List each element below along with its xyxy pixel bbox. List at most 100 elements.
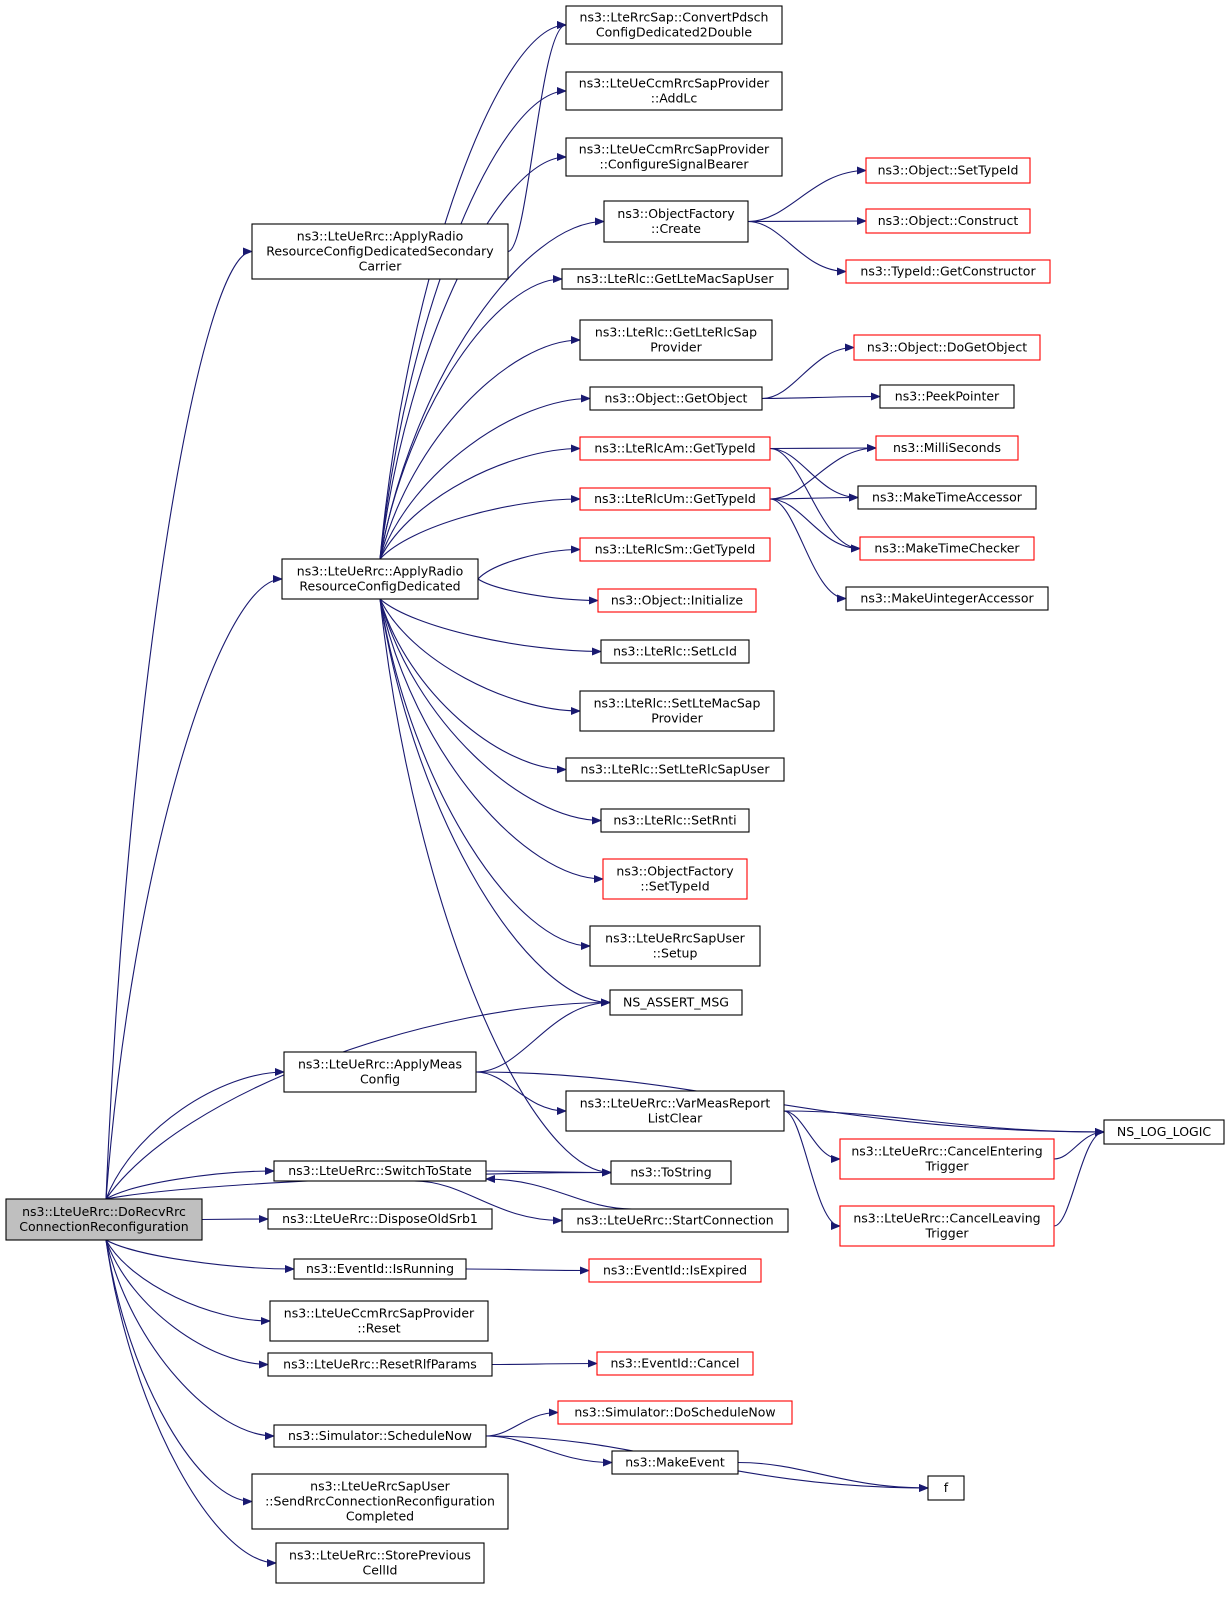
node-convertPdsch-box[interactable]	[565, 5, 783, 45]
node-sapUserSetup[interactable]: ns3::LteUeRrcSapUser::Setup	[589, 925, 761, 967]
node-milliSeconds-box[interactable]	[875, 435, 1019, 461]
node-getRlcSapProv-box[interactable]	[579, 319, 773, 361]
node-rlcAmTypeId[interactable]: ns3::LteRlcAm::GetTypeId	[579, 436, 771, 461]
node-configSignal[interactable]: ns3::LteUeCcmRrcSapProvider::ConfigureSi…	[565, 137, 783, 177]
node-sendReconf[interactable]: ns3::LteUeRrcSapUser::SendRrcConnectionR…	[251, 1473, 509, 1530]
node-f-box[interactable]	[927, 1475, 965, 1501]
node-applyDed[interactable]: ns3::LteUeRrc::ApplyRadioResourceConfigD…	[281, 558, 479, 600]
node-rlcSmTypeId[interactable]: ns3::LteRlcSm::GetTypeId	[579, 537, 771, 562]
node-getObject[interactable]: ns3::Object::GetObject	[589, 386, 763, 411]
node-addLc-box[interactable]	[565, 71, 783, 111]
node-doScheduleNow-box[interactable]	[557, 1400, 793, 1425]
node-setMacSapProv-box[interactable]	[579, 690, 775, 732]
node-sapUserSetup-box[interactable]	[589, 925, 761, 967]
node-makeTimeChk-box[interactable]	[859, 536, 1035, 561]
node-isExpired-box[interactable]	[588, 1258, 762, 1283]
node-rlcAmTypeId-box[interactable]	[579, 436, 771, 461]
node-setLcId[interactable]: ns3::LteRlc::SetLcId	[600, 639, 750, 664]
node-root[interactable]: ns3::LteUeRrc::DoRecvRrcConnectionReconf…	[5, 1198, 203, 1241]
node-configSignal-box[interactable]	[565, 137, 783, 177]
node-convertPdsch[interactable]: ns3::LteRrcSap::ConvertPdschConfigDedica…	[565, 5, 783, 45]
node-cancelLeave-box[interactable]	[839, 1205, 1055, 1247]
node-makeUintAcc-box[interactable]	[845, 586, 1049, 611]
node-switchState[interactable]: ns3::LteUeRrc::SwitchToState	[273, 1160, 487, 1182]
node-disposeSrb[interactable]: ns3::LteUeRrc::DisposeOldSrb1	[267, 1208, 493, 1230]
node-setRnti-box[interactable]	[600, 808, 750, 833]
node-applySec[interactable]: ns3::LteUeRrc::ApplyRadioResourceConfigD…	[251, 223, 509, 280]
node-startConn[interactable]: ns3::LteUeRrc::StartConnection	[561, 1208, 789, 1233]
node-ofSetTypeId-box[interactable]	[602, 858, 748, 900]
node-assertMsg-box[interactable]	[609, 989, 743, 1016]
node-applyDed-box[interactable]	[281, 558, 479, 600]
node-milliSeconds[interactable]: ns3::MilliSeconds	[875, 435, 1019, 461]
node-toString[interactable]: ns3::ToString	[610, 1160, 732, 1185]
node-nsLogLogic[interactable]: NS_LOG_LOGIC	[1103, 1119, 1225, 1145]
node-setRnti[interactable]: ns3::LteRlc::SetRnti	[600, 808, 750, 833]
node-ofCreate-box[interactable]	[603, 200, 749, 243]
node-getMacSapUser[interactable]: ns3::LteRlc::GetLteMacSapUser	[561, 268, 789, 290]
node-ccmReset-box[interactable]	[269, 1300, 489, 1342]
node-cancelEnter-box[interactable]	[839, 1138, 1055, 1180]
node-objInit-box[interactable]	[597, 588, 757, 613]
node-rlcUmTypeId-box[interactable]	[579, 487, 771, 511]
node-getObject-box[interactable]	[589, 386, 763, 411]
node-applyMeas-box[interactable]	[283, 1051, 477, 1093]
node-evCancel-box[interactable]	[596, 1351, 754, 1376]
node-doGetObject-box[interactable]	[853, 334, 1041, 361]
node-ofCreate[interactable]: ns3::ObjectFactory::Create	[603, 200, 749, 243]
node-makeUintAcc[interactable]: ns3::MakeUintegerAccessor	[845, 586, 1049, 611]
node-peekPointer[interactable]: ns3::PeekPointer	[879, 384, 1015, 409]
node-getMacSapUser-box[interactable]	[561, 268, 789, 290]
node-makeEvent[interactable]: ns3::MakeEvent	[611, 1450, 739, 1475]
node-makeEvent-box[interactable]	[611, 1450, 739, 1475]
node-isRunning-box[interactable]	[293, 1258, 467, 1280]
node-varMeasClear-box[interactable]	[565, 1090, 785, 1132]
node-setLcId-box[interactable]	[600, 639, 750, 664]
node-switchState-box[interactable]	[273, 1160, 487, 1182]
node-toString-box[interactable]	[610, 1160, 732, 1185]
node-setRlcSapUser-box[interactable]	[565, 757, 785, 782]
node-startConn-box[interactable]	[561, 1208, 789, 1233]
node-addLc[interactable]: ns3::LteUeCcmRrcSapProvider::AddLc	[565, 71, 783, 111]
node-doScheduleNow[interactable]: ns3::Simulator::DoScheduleNow	[557, 1400, 793, 1425]
node-assertMsg[interactable]: NS_ASSERT_MSG	[609, 989, 743, 1016]
node-f[interactable]: f	[927, 1475, 965, 1501]
node-applySec-box[interactable]	[251, 223, 509, 280]
node-resetRlf[interactable]: ns3::LteUeRrc::ResetRlfParams	[267, 1352, 493, 1377]
node-disposeSrb-box[interactable]	[267, 1208, 493, 1230]
node-rlcUmTypeId[interactable]: ns3::LteRlcUm::GetTypeId	[579, 487, 771, 511]
node-rlcSmTypeId-box[interactable]	[579, 537, 771, 562]
node-resetRlf-box[interactable]	[267, 1352, 493, 1377]
node-ccmReset[interactable]: ns3::LteUeCcmRrcSapProvider::Reset	[269, 1300, 489, 1342]
node-ofSetTypeId[interactable]: ns3::ObjectFactory::SetTypeId	[602, 858, 748, 900]
node-objSetTypeId-box[interactable]	[865, 157, 1031, 184]
node-makeTimeChk[interactable]: ns3::MakeTimeChecker	[859, 536, 1035, 561]
node-objConstruct-box[interactable]	[865, 208, 1031, 234]
node-isRunning[interactable]: ns3::EventId::IsRunning	[293, 1258, 467, 1280]
node-nsLogLogic-box[interactable]	[1103, 1119, 1225, 1145]
node-objInit[interactable]: ns3::Object::Initialize	[597, 588, 757, 613]
node-peekPointer-box[interactable]	[879, 384, 1015, 409]
node-isExpired[interactable]: ns3::EventId::IsExpired	[588, 1258, 762, 1283]
node-sendReconf-box[interactable]	[251, 1473, 509, 1530]
node-storePrev-box[interactable]	[275, 1542, 485, 1584]
node-makeTimeAcc[interactable]: ns3::MakeTimeAccessor	[857, 485, 1037, 510]
node-setRlcSapUser[interactable]: ns3::LteRlc::SetLteRlcSapUser	[565, 757, 785, 782]
node-objSetTypeId[interactable]: ns3::Object::SetTypeId	[865, 157, 1031, 184]
node-evCancel[interactable]: ns3::EventId::Cancel	[596, 1351, 754, 1376]
node-getConstructor-box[interactable]	[845, 259, 1051, 284]
node-root-box[interactable]	[5, 1198, 203, 1241]
node-scheduleNow[interactable]: ns3::Simulator::ScheduleNow	[273, 1424, 487, 1448]
node-objConstruct[interactable]: ns3::Object::Construct	[865, 208, 1031, 234]
node-getConstructor[interactable]: ns3::TypeId::GetConstructor	[845, 259, 1051, 284]
node-makeTimeAcc-box[interactable]	[857, 485, 1037, 510]
node-doGetObject[interactable]: ns3::Object::DoGetObject	[853, 334, 1041, 361]
node-scheduleNow-box[interactable]	[273, 1424, 487, 1448]
